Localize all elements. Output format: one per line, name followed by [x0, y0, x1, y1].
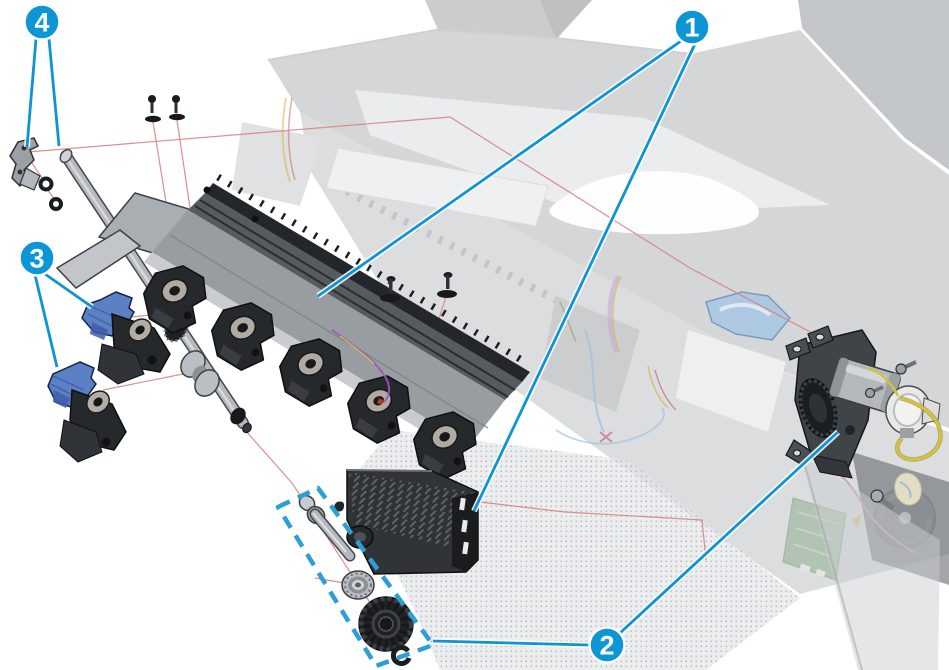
callout-4-badge: 4: [23, 3, 61, 41]
callout-3-badge: 3: [18, 239, 56, 277]
callout-2-line-a: [432, 639, 590, 647]
callout-1-line-a: [317, 39, 682, 298]
callout-3-line-b: [33, 274, 59, 368]
kit-c-clip: [390, 645, 412, 666]
pinch-arm-latch-upper: [81, 291, 171, 385]
callout-3-line-a: [44, 272, 93, 309]
replacement-kit-parts: [298, 494, 414, 666]
callout-2-line-b: [619, 430, 839, 635]
pinchwheel-beam-assembly: [55, 174, 530, 485]
motor-screws: [864, 360, 917, 510]
kit-bushing-wheel: [341, 570, 375, 600]
callout-2-badge: 2: [588, 626, 626, 664]
callout-4-line-b: [47, 38, 61, 147]
motor-body: [829, 357, 901, 413]
lever-bracket-parts: [9, 137, 63, 211]
kit-small-clip: [334, 501, 345, 512]
kit-gear: [358, 596, 414, 652]
o-ring: [38, 176, 54, 192]
callout-1-badge: 1: [673, 8, 711, 46]
o-ring: [49, 197, 63, 211]
chassis-wires-faded: [281, 97, 677, 445]
mounting-screws: [145, 95, 457, 302]
callout-4-line-a: [25, 38, 38, 148]
callout-4-number: 4: [34, 8, 49, 38]
callout-3-number: 3: [29, 244, 44, 274]
callout-2-number: 2: [599, 631, 614, 661]
callout-lines: [25, 38, 839, 647]
motor-gear: [798, 378, 838, 438]
drive-motor-assembly: [785, 325, 943, 510]
callout-1-number: 1: [684, 13, 699, 43]
callout-1-line-b: [472, 43, 697, 512]
pinch-arm-latch-lower: [47, 361, 127, 463]
kit-dashed-box: [275, 485, 436, 669]
stand-leg-faded: [800, 455, 940, 670]
service-station-housing: [346, 469, 479, 575]
spittoon-handle-faded: [705, 291, 792, 341]
